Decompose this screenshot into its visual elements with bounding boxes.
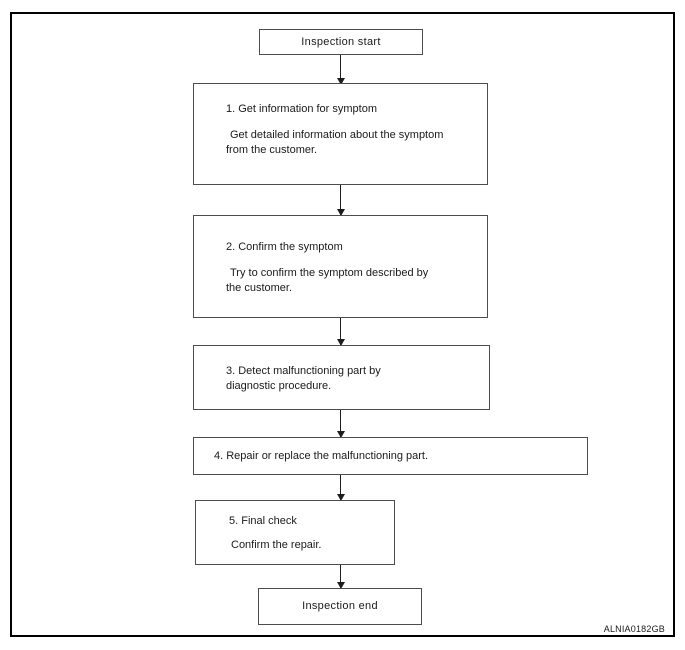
step-1-body-line-2: from the customer. bbox=[226, 144, 318, 156]
step-3-title-line-2: diagnostic procedure. bbox=[226, 380, 332, 392]
node-step-5-final-check: 5. Final check Confirm the repair. bbox=[195, 500, 395, 565]
inspection-end-label: Inspection end bbox=[302, 600, 378, 612]
flow-arrow-4 bbox=[337, 410, 345, 438]
arrow-down-icon bbox=[337, 209, 345, 216]
figure-border bbox=[10, 12, 675, 637]
node-step-4-repair-or-replace: 4. Repair or replace the malfunctioning … bbox=[193, 437, 588, 475]
step-1-body-line-1: Get detailed information about the sympt… bbox=[230, 129, 444, 141]
step-2-title: 2. Confirm the symptom bbox=[226, 241, 343, 253]
arrow-down-icon bbox=[337, 431, 345, 438]
step-5-body-line-1: Confirm the repair. bbox=[231, 539, 322, 551]
flow-arrow-5 bbox=[337, 475, 345, 501]
step-3-title-line-1: 3. Detect malfunctioning part by bbox=[226, 365, 381, 377]
arrow-down-icon bbox=[337, 494, 345, 501]
node-step-2-confirm-symptom: 2. Confirm the symptom Try to confirm th… bbox=[193, 215, 488, 318]
step-5-title: 5. Final check bbox=[229, 515, 297, 527]
arrow-down-icon bbox=[337, 78, 345, 85]
node-step-3-detect-malfunctioning-part: 3. Detect malfunctioning part by diagnos… bbox=[193, 345, 490, 410]
step-2-body-line-1: Try to confirm the symptom described by bbox=[230, 267, 429, 279]
arrow-down-icon bbox=[337, 339, 345, 346]
figure-code: ALNIA0182GB bbox=[603, 624, 665, 634]
flow-arrow-1 bbox=[337, 55, 345, 85]
node-step-1-get-information: 1. Get information for symptom Get detai… bbox=[193, 83, 488, 185]
flow-arrow-2 bbox=[337, 185, 345, 216]
flow-arrow-6 bbox=[337, 565, 345, 589]
step-2-body-line-2: the customer. bbox=[226, 282, 293, 294]
arrow-down-icon bbox=[337, 582, 345, 589]
flow-arrow-3 bbox=[337, 318, 345, 346]
node-inspection-end: Inspection end bbox=[258, 588, 422, 625]
inspection-start-label: Inspection start bbox=[301, 35, 381, 48]
step-4-title: 4. Repair or replace the malfunctioning … bbox=[214, 449, 429, 462]
node-inspection-start: Inspection start bbox=[259, 29, 423, 55]
step-1-title: 1. Get information for symptom bbox=[226, 103, 377, 115]
